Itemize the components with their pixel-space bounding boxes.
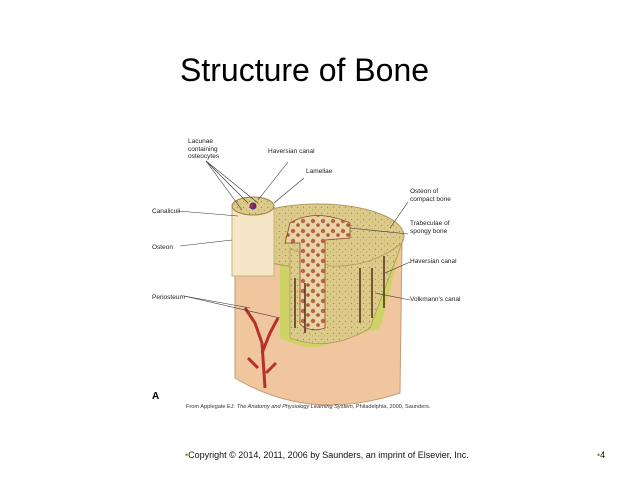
- bullet-icon: •: [185, 450, 189, 460]
- copyright-text: •Copyright © 2014, 2011, 2006 by Saunder…: [185, 450, 469, 460]
- bone-structure-illustration: [177, 160, 411, 406]
- label-trabeculae: Trabeculae of spongy bone: [410, 220, 450, 235]
- credit-prefix: From Applegate EJ:: [186, 404, 237, 410]
- bullet-icon-page: •: [597, 450, 601, 460]
- page-number: •4: [597, 450, 605, 460]
- label-osteon-compact: Osteon of compact bone: [410, 188, 451, 203]
- label-volkmanns-canal: Volkmann's canal: [410, 296, 461, 303]
- leader-lines: [177, 160, 411, 319]
- label-lamellae: Lamellae: [306, 168, 333, 175]
- page-number-label: 4: [600, 450, 606, 460]
- label-osteon: Osteon: [152, 244, 173, 251]
- label-haversian-canal-right: Haversian canal: [410, 258, 457, 265]
- label-lacunae: Lacunae containing osteocytes: [188, 138, 220, 160]
- label-canaliculi: Canaliculi: [152, 208, 181, 215]
- label-haversian-canal-top: Haversian canal: [268, 148, 315, 155]
- blood-vessels: [243, 307, 280, 389]
- figure-credit: From Applegate EJ: The Anatomy and Physi…: [186, 404, 431, 410]
- slide-title: Structure of Bone: [180, 52, 430, 88]
- copyright-label: Copyright © 2014, 2011, 2006 by Saunders…: [188, 450, 469, 460]
- label-periosteum: Periosteum: [152, 294, 185, 301]
- credit-title: The Anatomy and Physiology Learning Syst…: [236, 404, 353, 410]
- credit-suffix: , Philadelphia, 2000, Saunders.: [352, 404, 431, 410]
- osteon-projection: [231, 205, 275, 277]
- panel-letter: A: [152, 391, 160, 402]
- spongy-bone: [284, 215, 351, 331]
- haversian-canals: [294, 256, 385, 333]
